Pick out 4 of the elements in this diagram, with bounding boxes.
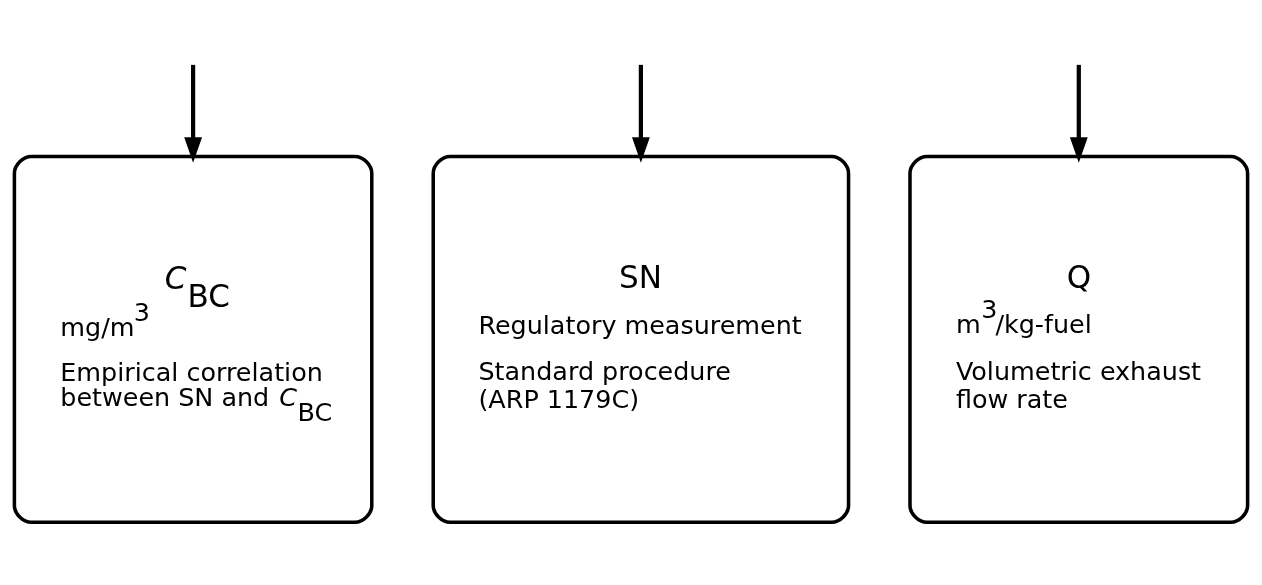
arrow [1069, 64, 1088, 163]
node-box: SN Regulatory measurement Standard procedure (ARP 1179C) [431, 154, 851, 524]
arrow [184, 64, 202, 163]
arrow [631, 64, 650, 163]
